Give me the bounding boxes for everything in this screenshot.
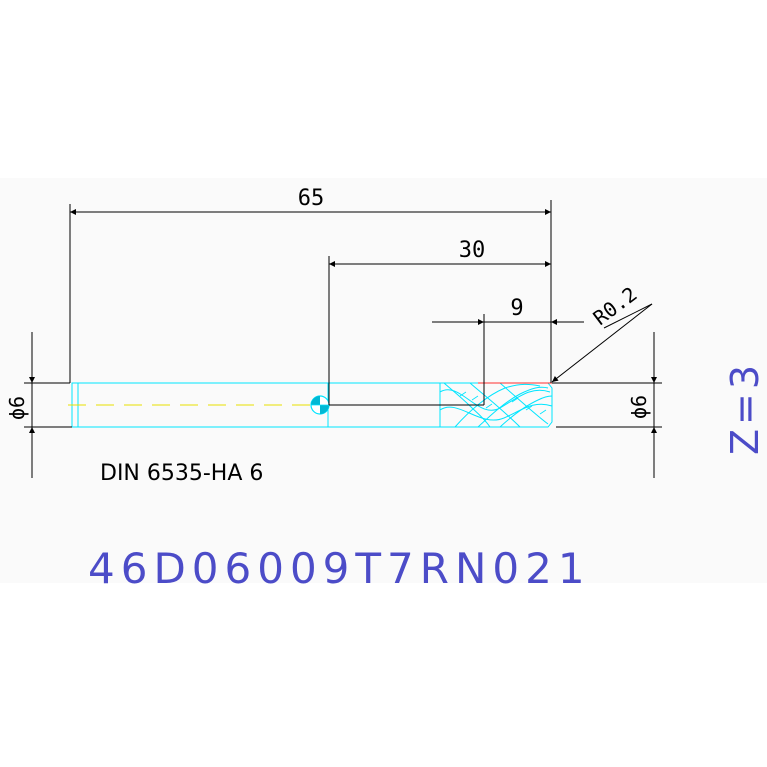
helix-flute-7 <box>469 382 521 428</box>
dim-text-cutting-length: 9 <box>510 296 523 321</box>
dim-text-flute-region: 30 <box>459 238 486 263</box>
drawing-sheet <box>0 178 767 583</box>
end-mill-tool <box>71 382 553 428</box>
helix-flute-2 <box>439 403 553 421</box>
helix-flute-8 <box>499 382 549 425</box>
radius-leader <box>551 303 653 383</box>
dim-text-shank-diameter: ϕ6 <box>5 396 29 420</box>
part-number: 46D06009T7RN021 <box>88 544 591 593</box>
shank-standard-note: DIN 6535-HA 6 <box>100 461 263 486</box>
dimension-lines <box>24 200 662 478</box>
flute-count-label: Z=3 <box>723 361 767 455</box>
center-marker <box>310 395 330 415</box>
helix-flute-4 <box>477 386 549 428</box>
dim-text-overall-length: 65 <box>298 186 325 211</box>
dim-text-cutting-diameter: ϕ6 <box>627 395 651 419</box>
flute-hatch <box>459 391 547 415</box>
helix-flute-6 <box>443 382 491 428</box>
